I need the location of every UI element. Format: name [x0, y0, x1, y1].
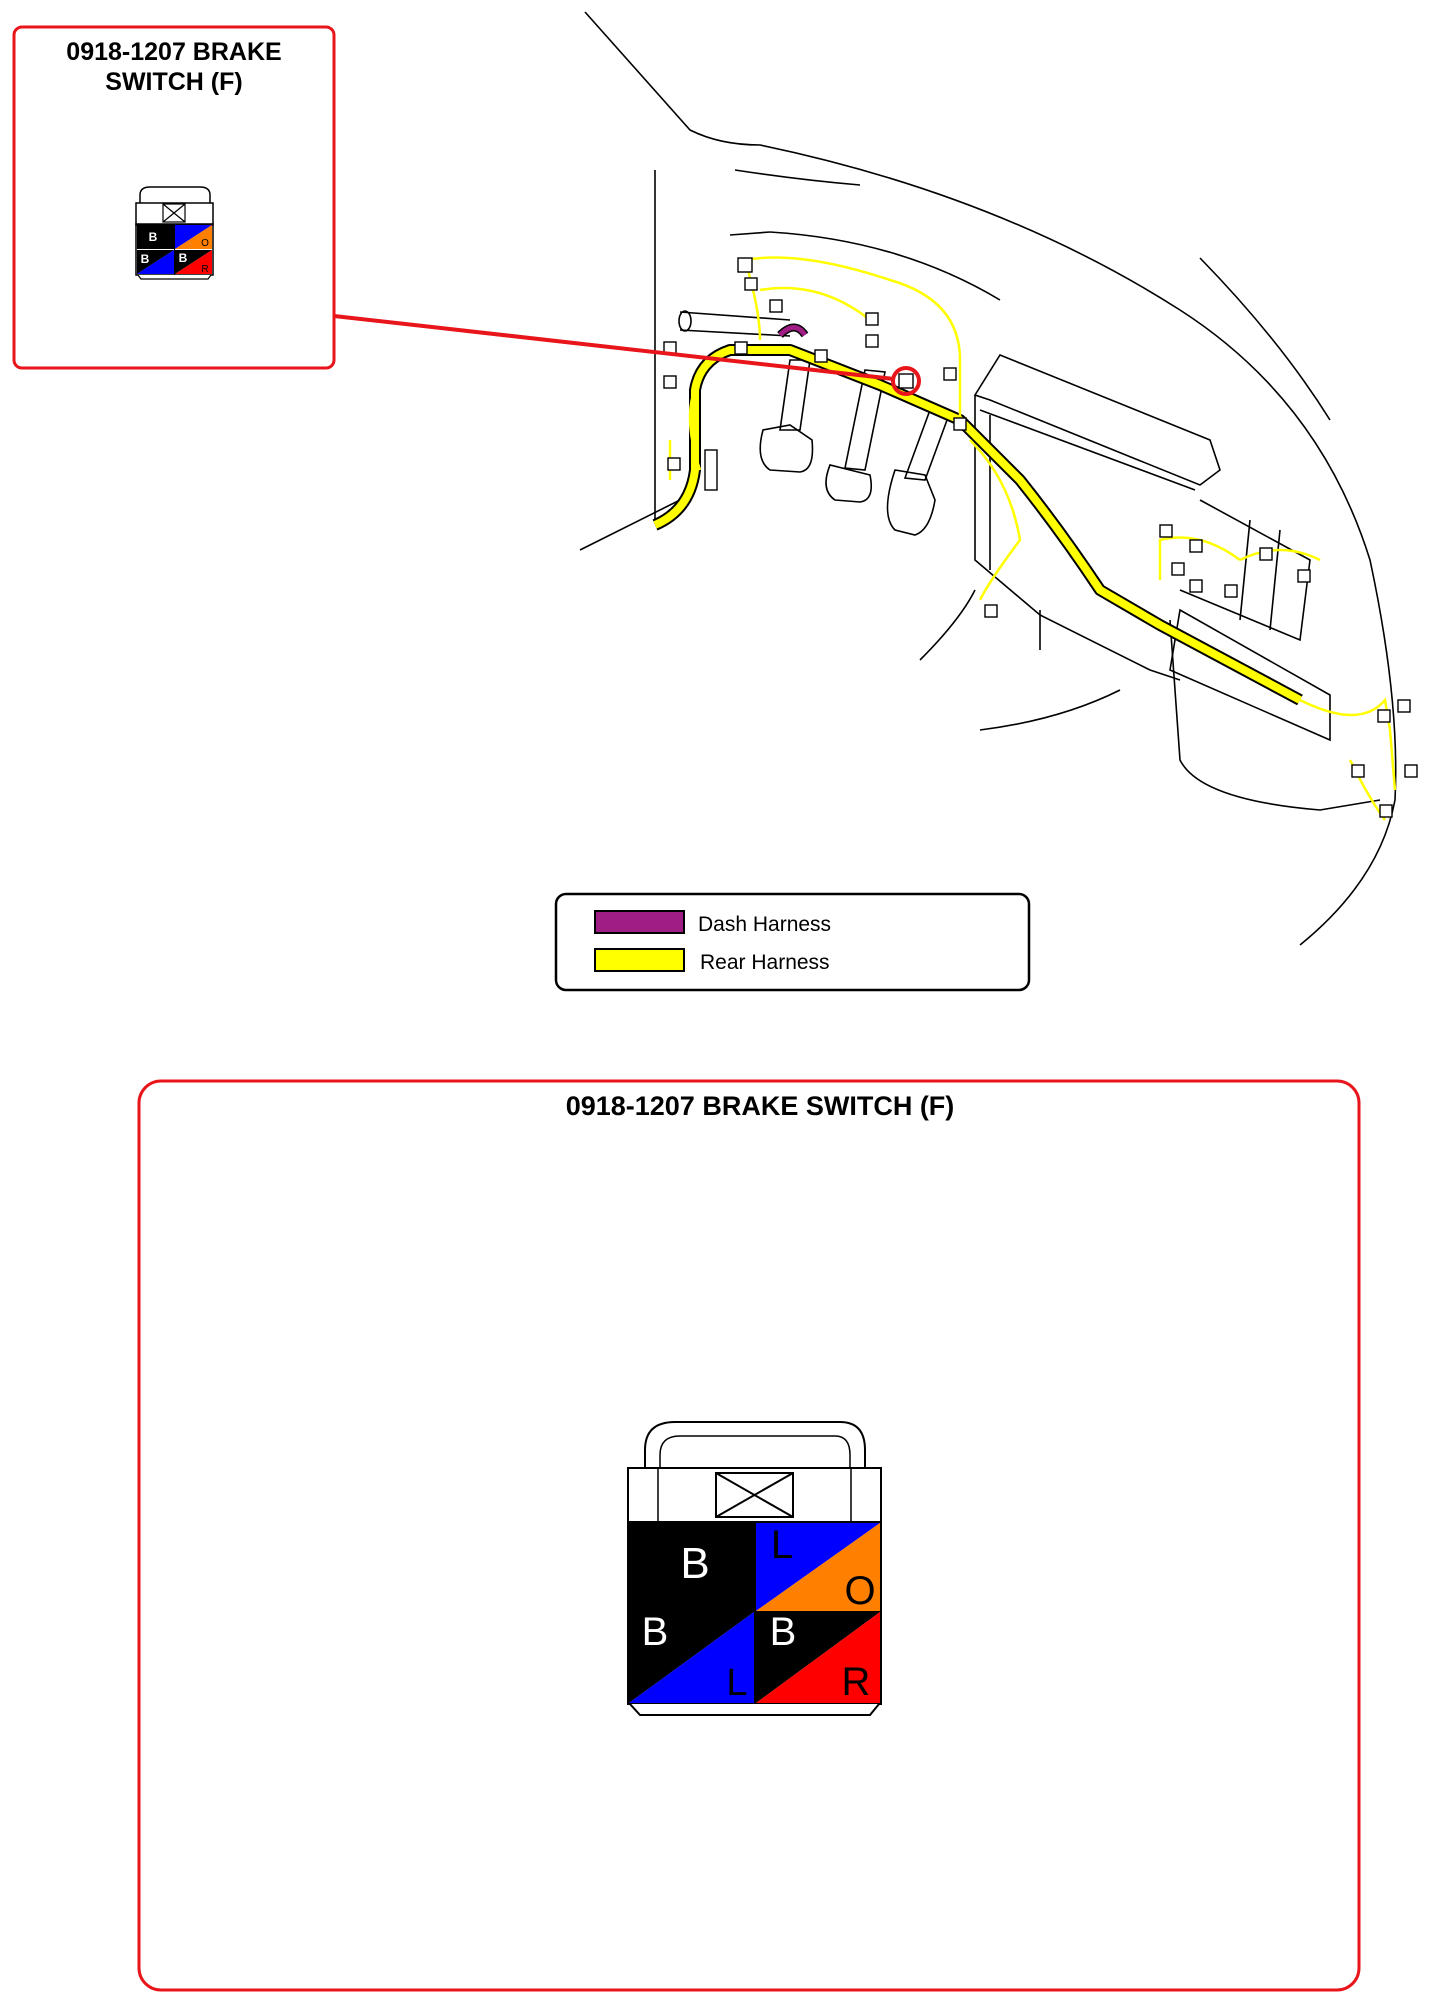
vehicle-outline	[579, 11, 1397, 946]
inset-box: 0918-1207 BRAKE SWITCH (F) B O B B R	[12, 25, 336, 370]
pin-bottom-left-wire-1: B	[642, 1610, 669, 1654]
svg-text:B: B	[149, 230, 158, 244]
pin-bottom-right-wire-2: R	[842, 1660, 871, 1704]
brake-switch-connector: B L O B L B R	[627, 1421, 882, 1716]
detail-title: 0918-1207 BRAKE SWITCH (F)	[566, 1091, 955, 1121]
harness-connectors	[663, 257, 1418, 818]
pin-top-right: L O	[756, 1523, 880, 1613]
inset-title-line2: SWITCH (F)	[105, 68, 242, 96]
pin-top-right-wire-2: O	[844, 1569, 875, 1613]
svg-text:O: O	[201, 238, 209, 249]
legend-label-dash: Dash Harness	[698, 913, 831, 936]
legend-swatch-dash	[594, 910, 685, 934]
inset-title-line1: 0918-1207 BRAKE	[66, 38, 281, 66]
dash-harness	[777, 323, 809, 338]
brake-switch-location-marker	[891, 366, 921, 396]
callout-line	[333, 314, 895, 381]
svg-text:R: R	[201, 264, 208, 275]
pin-bottom-right: B R	[756, 1610, 880, 1704]
inset-connector-icon: B O B B R	[135, 186, 214, 280]
legend: Dash Harness Rear Harness	[554, 892, 1031, 992]
brake-switch-connector-small	[898, 373, 914, 389]
pin-top-right-wire-1: L	[771, 1523, 793, 1567]
pin-bottom-right-wire-1: B	[770, 1610, 797, 1654]
rear-harness	[652, 256, 1397, 821]
pin-bottom-left: B L	[629, 1610, 754, 1704]
svg-text:B: B	[179, 251, 188, 265]
svg-text:B: B	[141, 252, 150, 266]
pin-top-left: B	[629, 1523, 754, 1611]
legend-label-rear: Rear Harness	[700, 951, 830, 974]
detail-box: 0918-1207 BRAKE SWITCH (F) B L O	[137, 1079, 1361, 1992]
legend-swatch-rear	[594, 948, 685, 972]
pin-bottom-left-wire-2: L	[726, 1662, 747, 1704]
pin-top-left-wire: B	[680, 1539, 709, 1588]
